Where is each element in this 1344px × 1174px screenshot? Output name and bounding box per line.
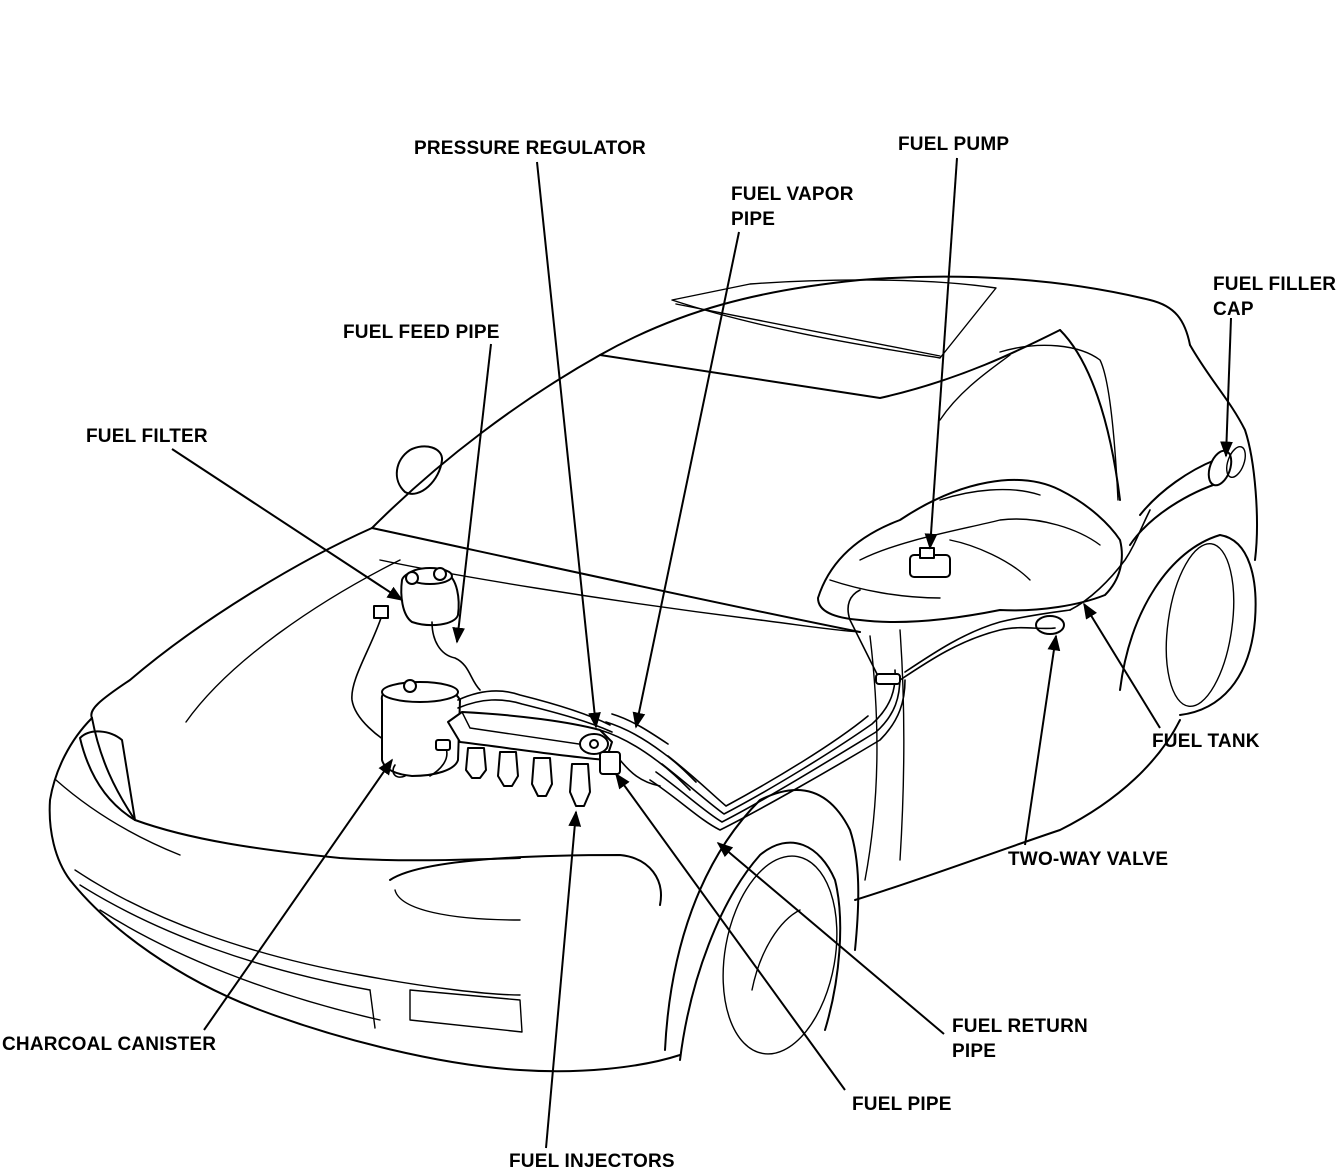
fuel-tank bbox=[817, 479, 1123, 635]
label-fuel-feed-pipe: FUEL FEED PIPE bbox=[343, 322, 500, 343]
label-pressure-regulator: PRESSURE REGULATOR bbox=[414, 138, 646, 159]
label-fuel-filter: FUEL FILTER bbox=[86, 426, 208, 447]
label-two-way-valve: TWO-WAY VALVE bbox=[1008, 849, 1169, 870]
label-fuel-pump: FUEL PUMP bbox=[898, 134, 1010, 155]
label-fuel-filler-cap: FUEL FILLER CAP bbox=[1213, 274, 1337, 320]
car-body bbox=[48, 275, 1258, 1073]
label-fuel-tank: FUEL TANK bbox=[1152, 731, 1260, 752]
label-fuel-injectors: FUEL INJECTORS bbox=[509, 1151, 675, 1172]
engine-components bbox=[351, 567, 697, 807]
leader-lines bbox=[171, 157, 1233, 1149]
injectors bbox=[465, 747, 591, 807]
label-fuel-pipe: FUEL PIPE bbox=[852, 1094, 952, 1115]
label-charcoal-canister: CHARCOAL CANISTER bbox=[2, 1034, 217, 1055]
fuel-lines bbox=[649, 509, 1151, 831]
label-fuel-vapor-pipe: FUEL VAPOR PIPE bbox=[731, 184, 854, 230]
label-fuel-return-pipe: FUEL RETURN PIPE bbox=[952, 1016, 1088, 1062]
